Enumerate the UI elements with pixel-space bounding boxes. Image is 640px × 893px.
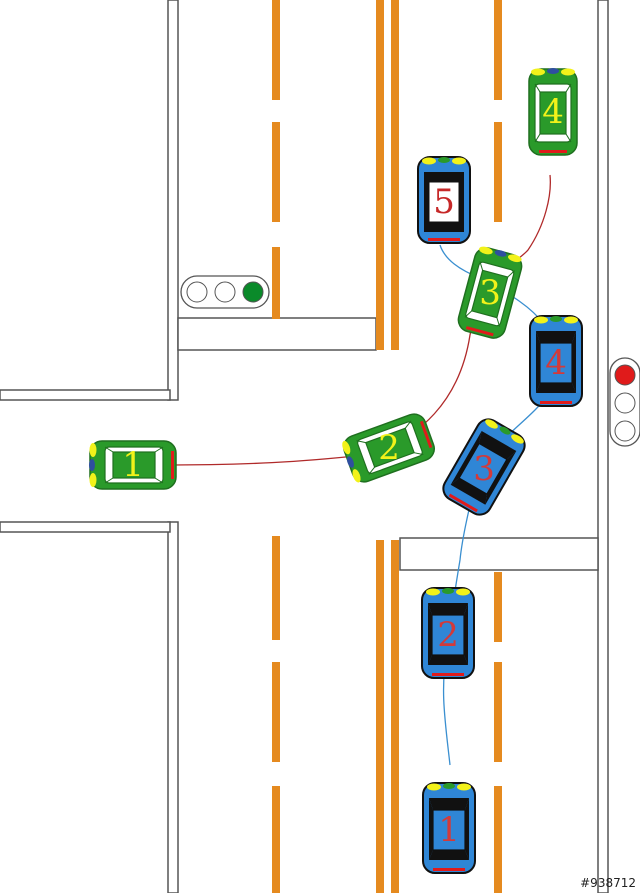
car-number-label: 5 <box>433 182 455 222</box>
blue-car-4: 4 <box>529 315 583 407</box>
center-line-bottom-a <box>376 540 384 893</box>
signal-lamp-off <box>214 281 236 303</box>
lane-dash <box>272 0 280 100</box>
stop-line-top <box>177 317 377 351</box>
lane-dash <box>494 0 502 100</box>
car-number-label: 1 <box>122 445 144 485</box>
center-line-top-a <box>376 0 384 350</box>
signal-lamp-off <box>614 392 636 414</box>
lane-dash <box>272 786 280 893</box>
signal-lamp-off <box>614 420 636 442</box>
car-number-label: 4 <box>542 92 564 132</box>
signal-lamp-red <box>614 364 636 386</box>
car-number-label: 1 <box>438 810 460 850</box>
white-car-5: 5 <box>417 156 471 244</box>
left-road-edge-top <box>167 0 179 401</box>
green-car-3: 3 <box>454 243 526 342</box>
lane-dash <box>494 572 502 642</box>
signal-lamp-off <box>186 281 208 303</box>
green-car-2: 2 <box>338 409 439 487</box>
traffic-light-icon <box>609 357 640 447</box>
car-number-label: 2 <box>437 615 459 655</box>
stop-line-bottom <box>399 537 599 571</box>
blue-car-3: 3 <box>437 414 531 520</box>
center-line-top-b <box>391 0 399 350</box>
right-road-edge <box>597 0 609 893</box>
car-number-label: 3 <box>479 273 501 313</box>
lane-dash <box>494 786 502 893</box>
lane-dash <box>272 536 280 640</box>
car-number-label: 3 <box>473 449 495 489</box>
center-line-bottom-b <box>391 540 399 893</box>
green-car-path <box>159 174 551 466</box>
car-number-label: 4 <box>545 343 567 383</box>
blue-car-2: 2 <box>421 587 475 679</box>
blue-car-1: 1 <box>422 782 476 874</box>
side-street-edge-top <box>0 389 171 401</box>
traffic-light-icon <box>180 275 270 309</box>
left-road-edge-bottom <box>167 521 179 893</box>
signal-lamp-green <box>242 281 264 303</box>
lane-dash <box>272 122 280 222</box>
car-number-label: 2 <box>378 428 400 468</box>
watermark-id: #938712 <box>580 876 636 890</box>
lane-dash <box>272 662 280 762</box>
green-car-1: 1 <box>88 440 177 490</box>
lane-markings <box>272 0 502 893</box>
road-edges <box>0 0 609 893</box>
lane-dash <box>494 662 502 762</box>
side-street-edge-bottom <box>0 521 171 533</box>
lane-dash <box>272 247 280 319</box>
green-car-4: 4 <box>528 67 578 156</box>
lane-dash <box>494 122 502 222</box>
